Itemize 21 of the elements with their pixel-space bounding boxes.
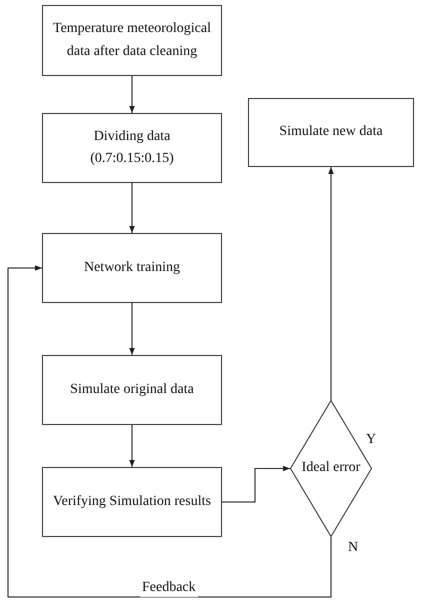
node-text: Temperature meteorological data after data cleaning [52,20,212,60]
arrow [222,466,290,502]
arrow [328,166,334,400]
process-box [42,355,222,425]
arrow [129,424,135,468]
node-text: Verifying Simulation results [53,492,211,511]
node-text: Ideal error [302,459,360,478]
process-box [42,113,222,183]
arrow [129,76,135,114]
process-box [42,233,222,303]
arrow [8,265,332,598]
arrow [129,182,135,234]
arrow [129,302,135,356]
node-text: Network training [84,258,180,277]
process-box [248,98,414,167]
edge-label: Feedback [140,580,198,597]
node-text: Dividing data (0.7:0.15:0.15) [89,128,175,168]
process-box [42,467,222,537]
process-box [42,5,222,76]
node-text: Simulate new data [279,123,383,142]
node-text: Simulate original data [70,380,194,399]
